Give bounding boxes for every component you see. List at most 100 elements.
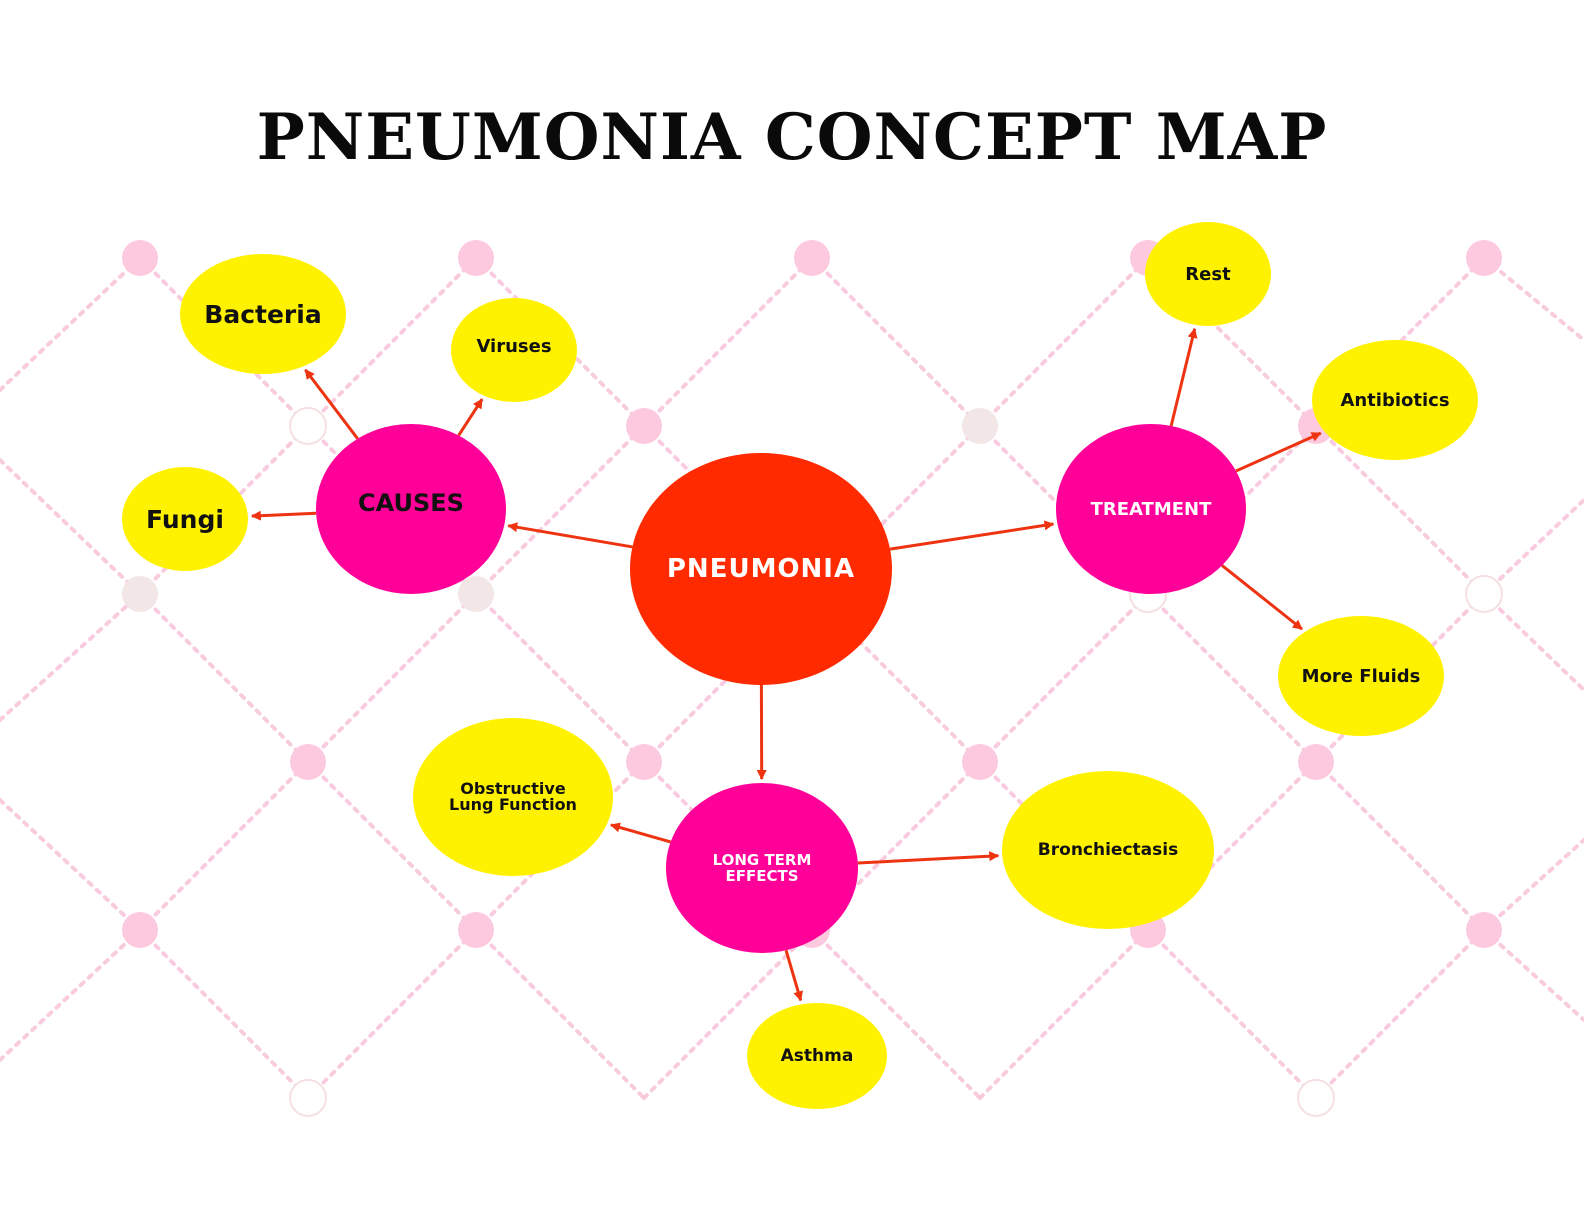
lattice-dot — [962, 744, 998, 780]
node-fungi: Fungi — [122, 467, 248, 571]
page-title: PNEUMONIA CONCEPT MAP — [256, 100, 1328, 175]
lattice-line — [1314, 592, 1486, 764]
lattice-line — [138, 256, 310, 428]
lattice-line — [0, 798, 142, 932]
lattice-line — [810, 256, 982, 428]
lattice-line — [978, 592, 1150, 764]
lattice-line — [1146, 592, 1318, 764]
lattice-line — [138, 928, 310, 1100]
lattice-line — [810, 928, 982, 1100]
lattice-dot — [122, 912, 158, 948]
node-rest: Rest — [1145, 222, 1271, 326]
lattice-line — [1146, 928, 1318, 1100]
arrow-long_term_effects-to-obstructive_lung_function — [609, 822, 672, 844]
lattice-line — [642, 256, 814, 428]
node-pneumonia: PNEUMONIA — [630, 453, 892, 685]
arrow-treatment-to-more_fluids — [1221, 564, 1303, 631]
node-bronchiectasis: Bronchiectasis — [1002, 771, 1214, 929]
lattice-dot — [1466, 912, 1502, 948]
node-asthma: Asthma — [747, 1003, 887, 1109]
lattice-line — [474, 760, 646, 932]
lattice-line — [474, 592, 646, 764]
lattice-line — [474, 424, 646, 596]
node-viruses: Viruses — [451, 298, 577, 402]
lattice-dot — [962, 408, 998, 444]
lattice-line — [1146, 760, 1318, 932]
arrow-pneumonia-to-treatment — [889, 520, 1055, 551]
lattice-line — [306, 760, 478, 932]
lattice-dot — [1297, 1079, 1335, 1117]
lattice-line — [1482, 592, 1584, 692]
node-more-fluids-label: More Fluids — [1301, 665, 1421, 687]
node-more-fluids: More Fluids — [1278, 616, 1444, 736]
arrow-causes-to-viruses — [457, 398, 484, 437]
lattice-line — [138, 424, 310, 596]
lattice-dot — [289, 407, 327, 445]
lattice-line — [1314, 928, 1486, 1100]
lattice-dot — [122, 576, 158, 612]
node-antibiotics-label: Antibiotics — [1340, 389, 1450, 411]
lattice-line — [978, 256, 1150, 428]
arrow-treatment-to-rest — [1169, 327, 1198, 427]
lattice-line — [1314, 256, 1486, 428]
lattice-line — [1146, 424, 1318, 596]
lattice-dot — [458, 576, 494, 612]
lattice-dot — [1466, 240, 1502, 276]
lattice-line — [0, 928, 142, 1062]
lattice-line — [306, 256, 478, 428]
lattice-dot — [794, 240, 830, 276]
lattice-dot — [626, 408, 662, 444]
lattice-dot — [1298, 744, 1334, 780]
lattice-line — [642, 928, 814, 1100]
lattice-line — [810, 424, 982, 596]
node-fungi-label: Fungi — [146, 504, 224, 534]
node-obstructive-lung-function: Obstructive Lung Function — [413, 718, 613, 876]
node-long-term-effects: LONG TERM EFFECTS — [666, 783, 858, 953]
lattice-line — [474, 928, 646, 1100]
node-bacteria: Bacteria — [180, 254, 346, 374]
arrow-causes-to-fungi — [250, 510, 317, 521]
node-rest-label: Rest — [1185, 263, 1231, 285]
node-bronchiectasis-label: Bronchiectasis — [1037, 840, 1179, 860]
lattice-dot — [1465, 575, 1503, 613]
node-viruses-label: Viruses — [476, 335, 552, 357]
node-antibiotics: Antibiotics — [1312, 340, 1478, 460]
node-long-term-effects-label: LONG TERM EFFECTS — [712, 851, 812, 885]
lattice-line — [0, 256, 142, 392]
lattice-line — [810, 592, 982, 764]
lattice-line — [810, 760, 982, 932]
lattice-line — [1314, 760, 1486, 932]
lattice-line — [1482, 928, 1584, 1022]
node-causes: CAUSES — [316, 424, 506, 594]
lattice-line — [138, 760, 310, 932]
arrow-long_term_effects-to-asthma — [784, 949, 804, 1002]
node-treatment: TREATMENT — [1056, 424, 1246, 594]
node-treatment-label: TREATMENT — [1090, 498, 1212, 520]
lattice-line — [1482, 838, 1584, 932]
lattice-dot — [122, 240, 158, 276]
arrow-pneumonia-to-causes — [507, 522, 633, 549]
lattice-dot — [626, 744, 662, 780]
lattice-dot — [289, 1079, 327, 1117]
lattice-dot — [290, 744, 326, 780]
lattice-line — [138, 592, 310, 764]
lattice-line — [0, 458, 142, 596]
node-bacteria-label: Bacteria — [204, 299, 322, 329]
arrow-treatment-to-antibiotics — [1235, 431, 1322, 473]
node-obstructive-lung-function-label: Obstructive Lung Function — [449, 779, 577, 814]
lattice-line — [1482, 256, 1584, 342]
arrow-causes-to-bacteria — [304, 368, 359, 440]
lattice-line — [1482, 498, 1584, 596]
node-asthma-label: Asthma — [780, 1046, 854, 1066]
lattice-line — [1146, 256, 1318, 428]
lattice-line — [306, 928, 478, 1100]
lattice-dot — [458, 912, 494, 948]
lattice-dot — [458, 240, 494, 276]
node-pneumonia-label: PNEUMONIA — [666, 554, 856, 584]
lattice-line — [978, 928, 1150, 1100]
lattice-line — [0, 592, 142, 722]
lattice-line — [306, 592, 478, 764]
lattice-line — [1314, 424, 1486, 596]
node-causes-label: CAUSES — [358, 489, 464, 517]
